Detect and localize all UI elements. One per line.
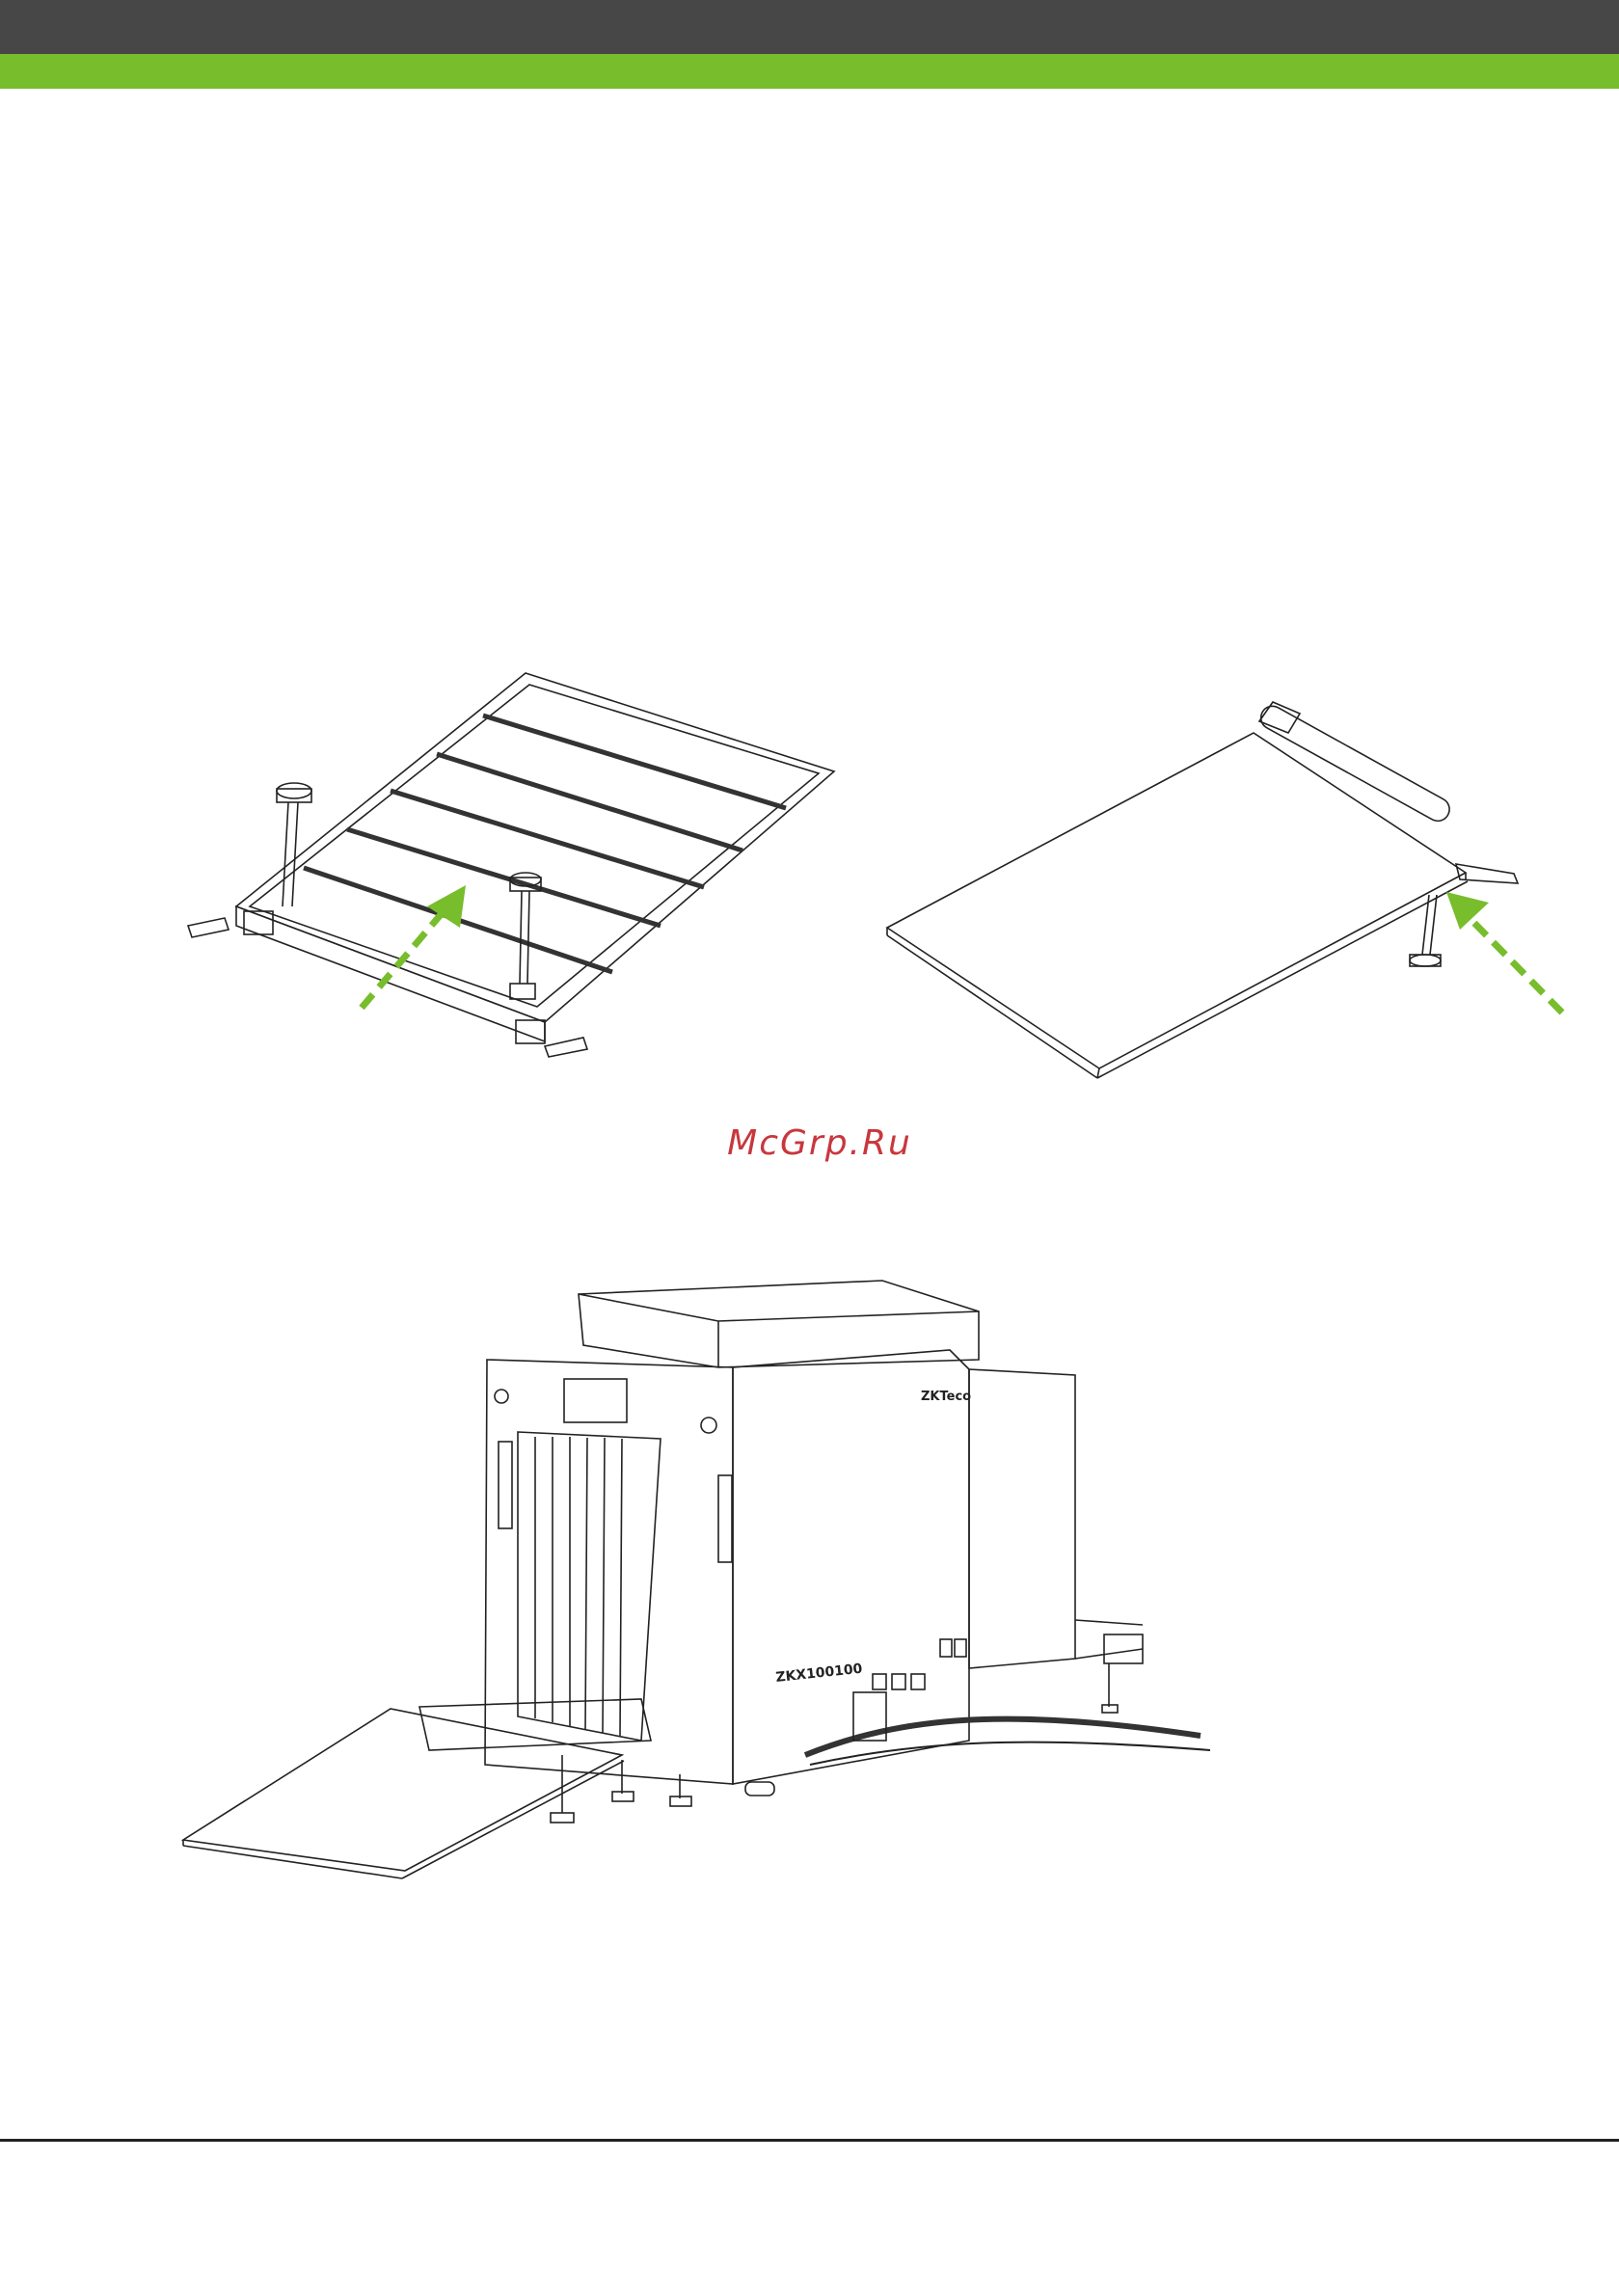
machine-front <box>485 1360 733 1784</box>
figure-roller-frame <box>178 665 853 1080</box>
header-accent-bar <box>0 54 1619 89</box>
ramp-plate <box>887 733 1466 1068</box>
xray-machine-illustration: ZKX100100 ZKTeco <box>178 1254 1239 1890</box>
header-dark-bar <box>0 0 1619 54</box>
front-ramp <box>183 1709 622 1871</box>
figure-entry-ramp <box>877 675 1572 1080</box>
machine-brand-logo: ZKTeco <box>921 1390 971 1404</box>
entry-ramp-illustration <box>877 675 1572 1080</box>
green-arrow-right <box>1446 892 1562 1013</box>
watermark-text: McGrp.Ru <box>675 1123 964 1163</box>
machine-model-label: ZKX100100 <box>775 1661 864 1686</box>
frame-outline <box>236 673 834 1022</box>
roller-frame-illustration <box>178 665 853 1080</box>
footer-rule <box>0 2139 1619 2142</box>
machine-top-box <box>579 1281 979 1367</box>
figure-xray-machine: ZKX100100 ZKTeco <box>178 1254 1239 1890</box>
machine-side <box>733 1350 969 1784</box>
